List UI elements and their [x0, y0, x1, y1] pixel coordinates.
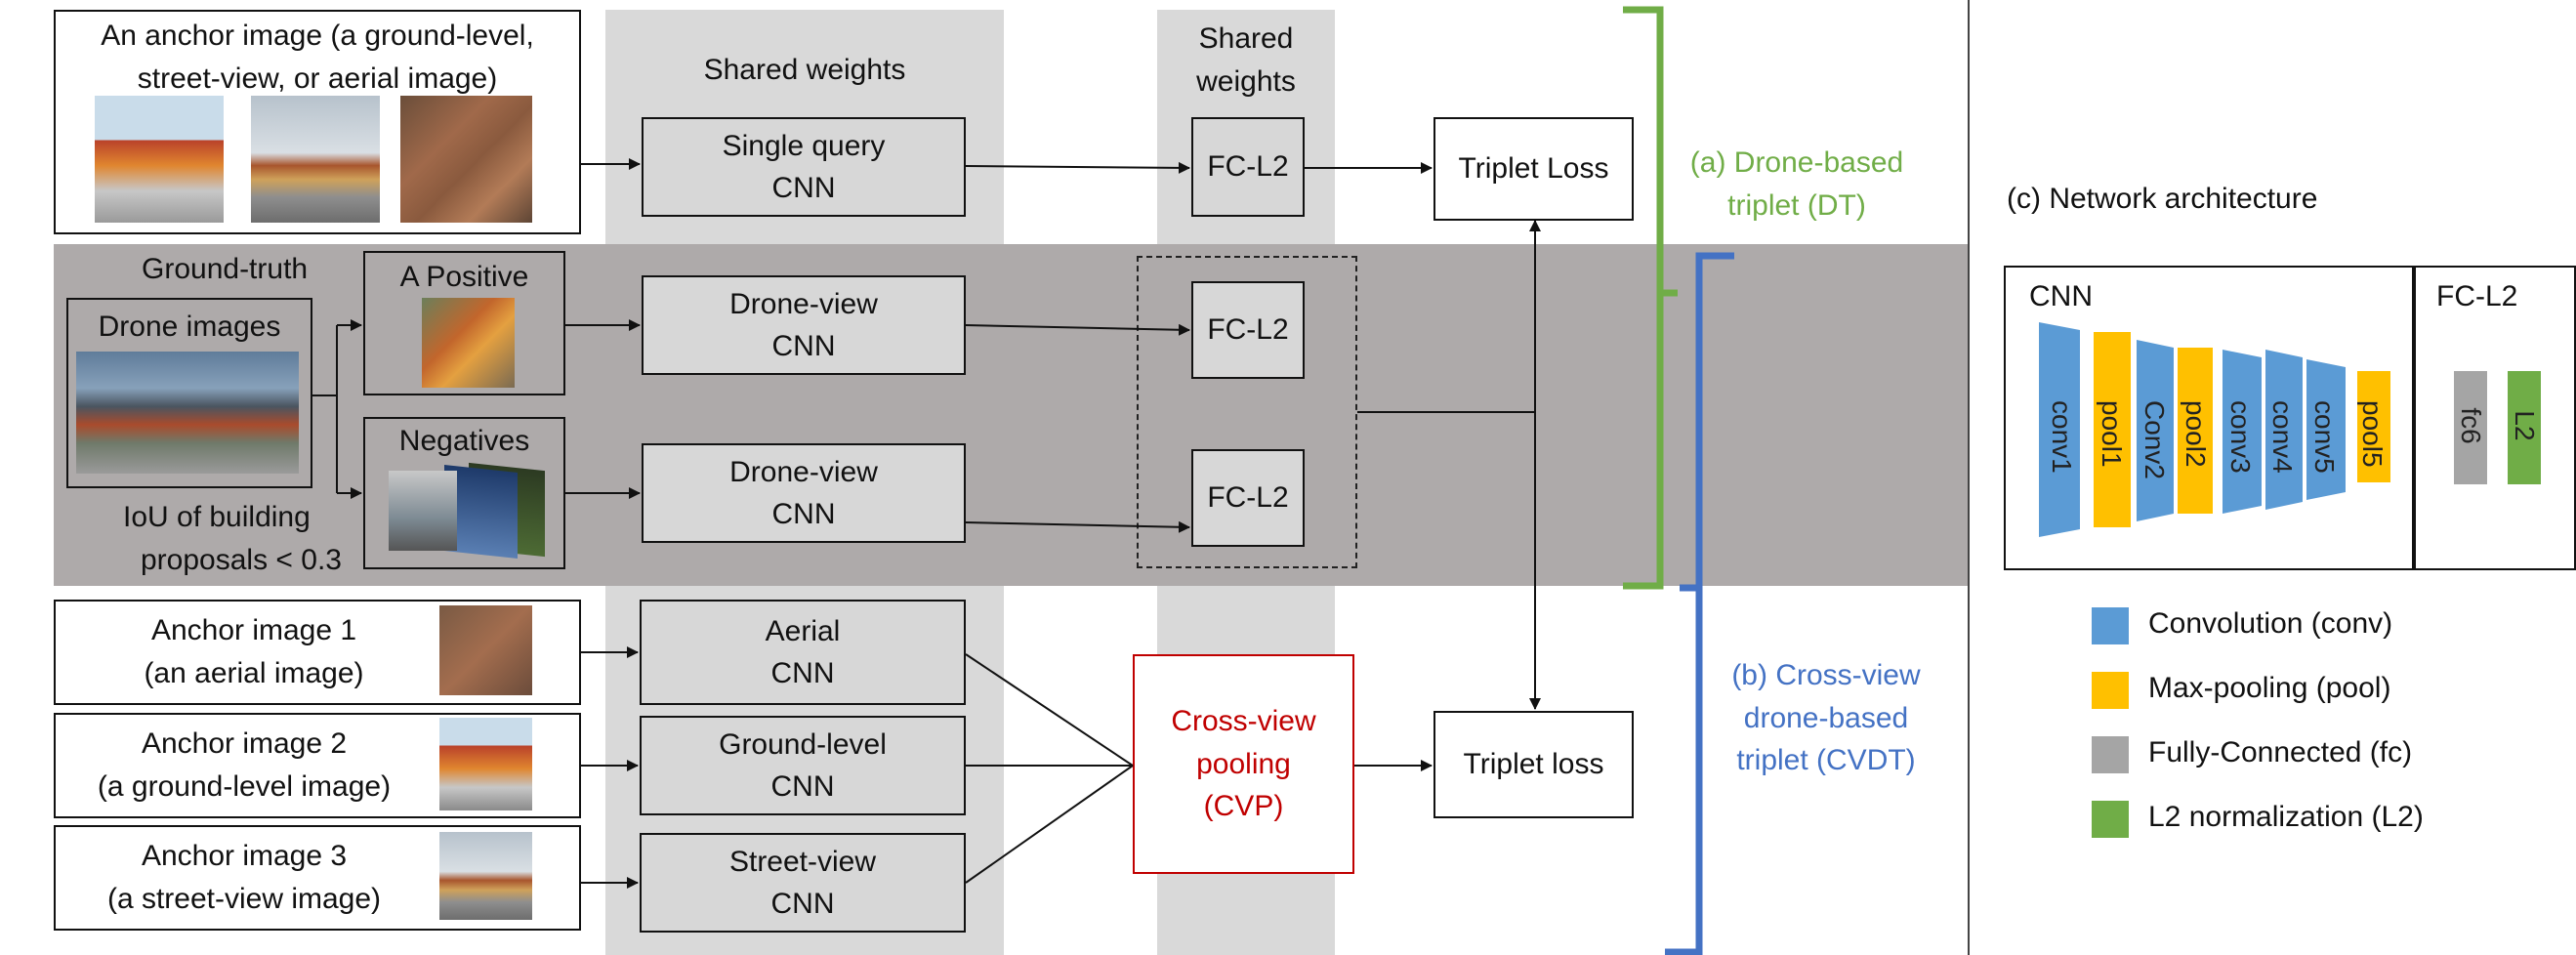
anchor-1-label: Anchor image 1(an aerial image) — [144, 614, 364, 689]
pool2-layer — [2178, 348, 2213, 514]
positive-label: A Positive — [399, 261, 529, 293]
arch-fc-box — [2414, 266, 2576, 570]
anchor-image-caption: An anchor image (a ground-level,street-v… — [101, 20, 534, 95]
pool2-label: pool2 — [2181, 400, 2211, 468]
conv3-layer — [2223, 350, 2262, 514]
drone-image-thumbnail — [76, 352, 299, 474]
drone-images-label: Drone images — [98, 311, 281, 343]
legend-l2-label: L2 normalization (L2) — [2148, 801, 2424, 833]
legend-fc-label: Fully-Connected (fc) — [2148, 736, 2413, 768]
fc-l2-query: FC-L2 — [1191, 117, 1305, 217]
conv2-layer — [2137, 340, 2174, 521]
anchor-aerial-image — [400, 96, 532, 223]
l2-label: L2 — [2510, 410, 2540, 441]
arch-fc-title: FC-L2 — [2436, 280, 2518, 312]
pool1-layer — [2094, 332, 2131, 527]
anchor-2-label: Anchor image 2(a ground-level image) — [97, 727, 392, 803]
panel-divider — [1968, 0, 1970, 955]
anchor-1-aerial-image — [439, 605, 532, 695]
fc-l2-positive: FC-L2 — [1191, 281, 1305, 379]
conv4-label: conv4 — [2267, 400, 2298, 474]
arch-cnn-title: CNN — [2029, 280, 2093, 312]
triplet-loss-top: Triplet Loss — [1433, 117, 1634, 221]
conv1-layer — [2039, 322, 2080, 537]
fc-l2-negative: FC-L2 — [1191, 449, 1305, 547]
legend-pool-label: Max-pooling (pool) — [2148, 672, 2391, 704]
fc6-label: fc6 — [2456, 407, 2486, 444]
shared-weights-cnn-label: Shared weights — [703, 54, 906, 86]
negative-image-1 — [389, 471, 457, 551]
negatives-label: Negatives — [398, 425, 530, 457]
anchor-2-ground-image — [439, 718, 532, 810]
anchor-3-street-image — [439, 832, 532, 920]
pool5-layer — [2357, 371, 2390, 482]
conv2-label: Conv2 — [2140, 400, 2170, 479]
conv5-label: conv5 — [2309, 400, 2340, 474]
ground-truth-label: Ground-truth — [142, 253, 309, 285]
fc-l2-dashed-group — [1137, 256, 1357, 568]
conv1-label: conv1 — [2047, 400, 2077, 474]
anchor-street-image — [251, 96, 380, 223]
anchor-3-label: Anchor image 3(a street-view image) — [106, 840, 382, 915]
triplet-loss-bottom: Triplet loss — [1433, 711, 1634, 818]
legend-fc-swatch — [2092, 736, 2129, 773]
legend-l2-swatch — [2092, 801, 2129, 838]
conv3-label: conv3 — [2225, 400, 2256, 474]
positive-image — [422, 298, 515, 388]
network-architecture-title: (c) Network architecture — [2007, 183, 2318, 215]
fc6-layer — [2454, 371, 2487, 484]
legend-pool-swatch — [2092, 672, 2129, 709]
l2-layer — [2508, 371, 2541, 484]
legend-conv-label: Convolution (conv) — [2148, 607, 2393, 640]
conv5-layer — [2306, 359, 2346, 500]
legend-conv-swatch — [2092, 607, 2129, 644]
arch-layer-shapes — [2039, 322, 2390, 537]
anchor-ground-image — [95, 96, 224, 223]
conv4-layer — [2265, 350, 2303, 510]
pool1-label: pool1 — [2097, 400, 2127, 468]
pool5-label: pool5 — [2357, 400, 2388, 468]
